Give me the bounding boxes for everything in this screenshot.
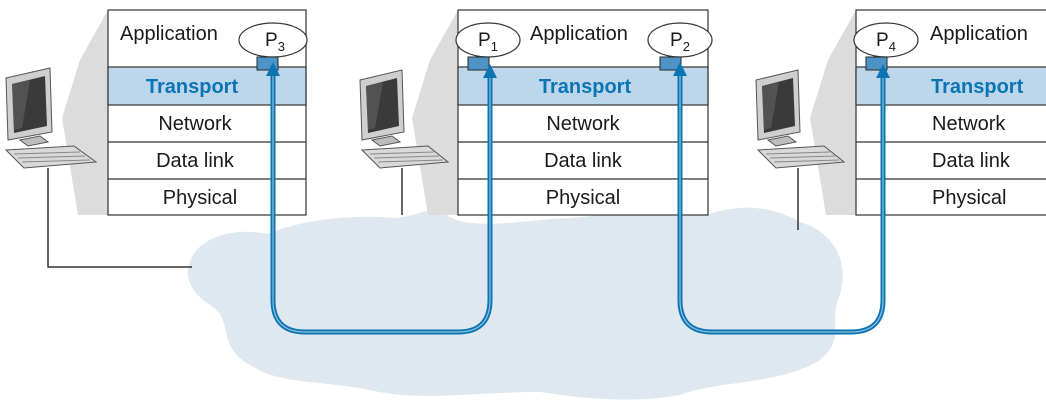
host-1: Application Transport Network Data link … [4, 9, 308, 268]
stack-shadow [810, 10, 856, 215]
host-3: Application Transport Network Data link … [755, 9, 1046, 230]
socket-p1 [467, 56, 490, 71]
desktop-computer-icon [359, 69, 450, 169]
datalink-label: Data link [156, 150, 235, 172]
transport-label: Transport [146, 76, 239, 98]
arrowhead [483, 64, 497, 78]
host-wire [47, 168, 192, 268]
desktop-computer-icon [4, 67, 98, 169]
stack-shadow [62, 10, 108, 215]
datalink-label: Data link [544, 150, 623, 172]
physical-label: Physical [163, 187, 237, 209]
application-label: Application [530, 23, 628, 45]
transport-label: Transport [931, 76, 1024, 98]
arrowhead [673, 62, 687, 76]
network-label: Network [158, 113, 232, 135]
arrowhead [876, 64, 890, 78]
transport-label: Transport [539, 76, 632, 98]
datalink-label: Data link [932, 150, 1011, 172]
process-p2-label: P2 [670, 30, 690, 54]
physical-label: Physical [546, 187, 620, 209]
application-label: Application [930, 23, 1028, 45]
process-p1-label: P1 [478, 30, 498, 54]
process-p3-label: P3 [265, 30, 285, 54]
arrowhead [266, 62, 280, 76]
application-label: Application [120, 23, 218, 45]
network-label: Network [932, 113, 1006, 135]
transport-layer [457, 66, 709, 106]
process-p4-label: P4 [876, 30, 896, 54]
connection-p2-p4 [673, 62, 890, 335]
host-2: Application Transport Network Data link … [359, 9, 713, 216]
socket-p2 [659, 56, 682, 71]
physical-label: Physical [932, 187, 1006, 209]
network-cloud [187, 207, 843, 400]
connection-p3-p1 [266, 62, 497, 335]
stack-shadow [412, 10, 458, 215]
network-label: Network [546, 113, 620, 135]
desktop-computer-icon [755, 69, 846, 169]
transport-layer [855, 66, 1046, 106]
